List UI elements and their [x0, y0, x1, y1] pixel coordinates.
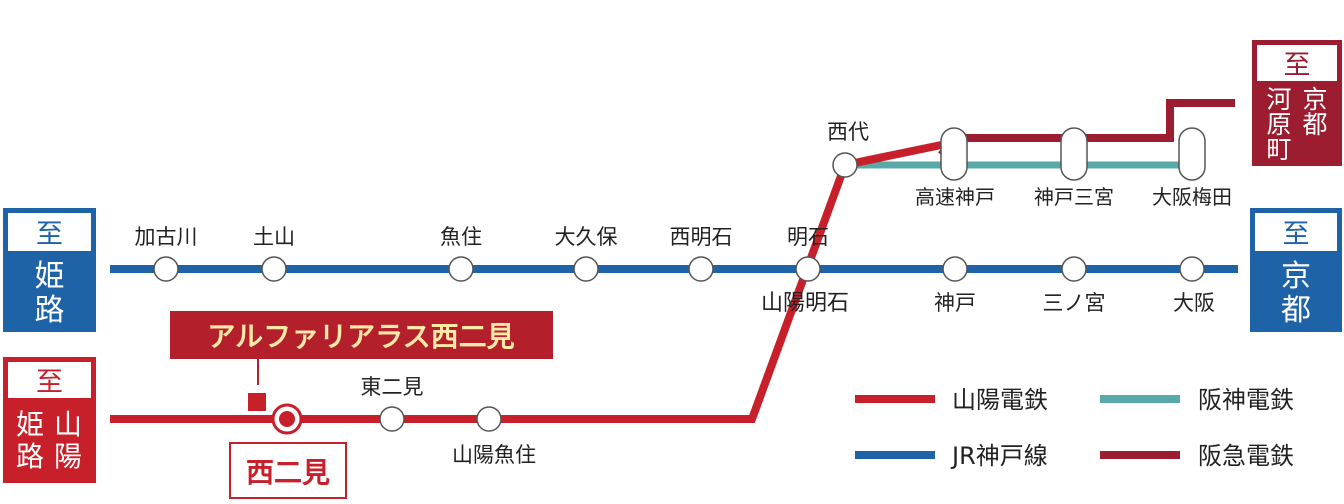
station-label-higashi-futami: 東二見 [361, 375, 424, 399]
legend-label-sanyo: 山陽電鉄 [952, 386, 1048, 414]
station-marker-uozumi [448, 256, 474, 282]
sanyo-line [110, 140, 947, 423]
legend-label-hankyu: 阪急電鉄 [1198, 442, 1294, 470]
terminal-to-box [1257, 45, 1337, 81]
terminal-to-box [1255, 213, 1337, 251]
terminal-name-col1-line2: 原 [1266, 110, 1291, 139]
station-label-nishiakashi: 西明石 [670, 225, 733, 249]
terminal-name-col2-line1: 京 [1302, 85, 1327, 114]
jr-stations: 加古川 土山 魚住 大久保 西明石 明石 山陽明石 神戸 三ノ宮 大阪 [135, 225, 1216, 316]
station-marker-okubo [573, 256, 599, 282]
terminal-name-col1-line1: 姫 [16, 408, 44, 441]
legend-label-hanshin: 阪神電鉄 [1198, 386, 1294, 414]
station-label-kobe: 神戸 [934, 291, 976, 315]
station-label-sanyo-uozumi: 山陽魚住 [452, 443, 536, 467]
terminal-to-label: 至 [1284, 50, 1311, 81]
terminal-name-line1: 京 [1281, 259, 1311, 294]
station-label-sanyo-akashi: 山陽明石 [761, 291, 849, 316]
terminal-name-line2: 路 [35, 293, 65, 328]
station-label-kobe-sannomiya: 神戸三宮 [1034, 185, 1114, 209]
station-label-nishi-futami: 西二見 [246, 456, 330, 489]
station-marker-kakogawa [153, 256, 179, 282]
terminal-to-box [8, 362, 91, 398]
station-marker-osaka-umeda [1178, 127, 1206, 181]
terminal-sanyo-himeji: 至 姫 路 山 陽 [3, 357, 96, 483]
station-marker-higashi-futami [379, 406, 405, 432]
station-marker-osaka [1179, 256, 1205, 282]
property-location-square [248, 393, 266, 411]
terminal-kyoto-kawaramachi: 至 河 原 町 京 都 [1252, 40, 1342, 166]
station-marker-kosoku-kobe [940, 127, 968, 181]
property-banner [170, 311, 553, 359]
terminal-name-col1-line1: 河 [1266, 85, 1291, 114]
station-label-nishidai: 西代 [827, 120, 869, 144]
terminal-to-label: 至 [36, 367, 63, 398]
terminal-kyoto-jr: 至 京 都 [1250, 208, 1342, 332]
station-label-okubo: 大久保 [555, 225, 618, 249]
terminal-name-line1: 姫 [35, 259, 65, 294]
station-marker-nishiakashi [688, 256, 714, 282]
sanyo-stations: 東二見 山陽魚住 西二見 [229, 375, 536, 499]
upper-stations: 西代 高速神戸 神戸三宮 大阪梅田 [827, 120, 1232, 209]
station-label-tsuchiyama: 土山 [253, 225, 295, 249]
property-name: アルファリアラス西二見 [207, 320, 514, 353]
terminal-name-line2: 都 [1281, 293, 1311, 328]
highlight-station-box [229, 442, 347, 499]
terminal-name-col1-line2: 路 [16, 440, 44, 473]
station-label-osaka: 大阪 [1173, 291, 1215, 315]
station-marker-kobe-sannomiya [1060, 127, 1088, 181]
legend-label-jr: JR神戸線 [950, 442, 1048, 470]
station-label-osaka-umeda: 大阪梅田 [1152, 185, 1232, 209]
terminal-name-col2-line2: 都 [1302, 110, 1327, 139]
terminal-name-col2-line2: 陽 [54, 440, 82, 473]
station-label-sannomiya-jr: 三ノ宮 [1043, 291, 1106, 315]
terminal-name-col2-line1: 山 [54, 408, 82, 441]
terminal-to-label: 至 [1283, 219, 1310, 250]
station-marker-tsuchiyama [261, 256, 287, 282]
station-marker-akashi [795, 256, 821, 282]
terminal-name-col1-line3: 町 [1266, 135, 1291, 164]
lines [110, 99, 1238, 423]
station-label-uozumi: 魚住 [440, 225, 482, 249]
station-marker-nishi-futami-core [279, 411, 295, 427]
station-label-kakogawa: 加古川 [135, 225, 198, 249]
station-marker-nishidai [832, 152, 858, 178]
station-marker-sannomiya-jr [1061, 256, 1087, 282]
terminal-to-box [8, 213, 91, 251]
station-marker-sanyo-uozumi [476, 406, 502, 432]
legend: 山陽電鉄 阪神電鉄 JR神戸線 阪急電鉄 [855, 386, 1294, 470]
station-marker-kobe [942, 256, 968, 282]
terminal-himeji-jr: 至 姫 路 [3, 208, 96, 332]
terminal-to-label: 至 [36, 219, 63, 250]
property-marker: アルファリアラス西二見 [170, 311, 553, 411]
station-label-akashi: 明石 [787, 225, 829, 249]
station-label-kosoku-kobe: 高速神戸 [915, 185, 995, 209]
